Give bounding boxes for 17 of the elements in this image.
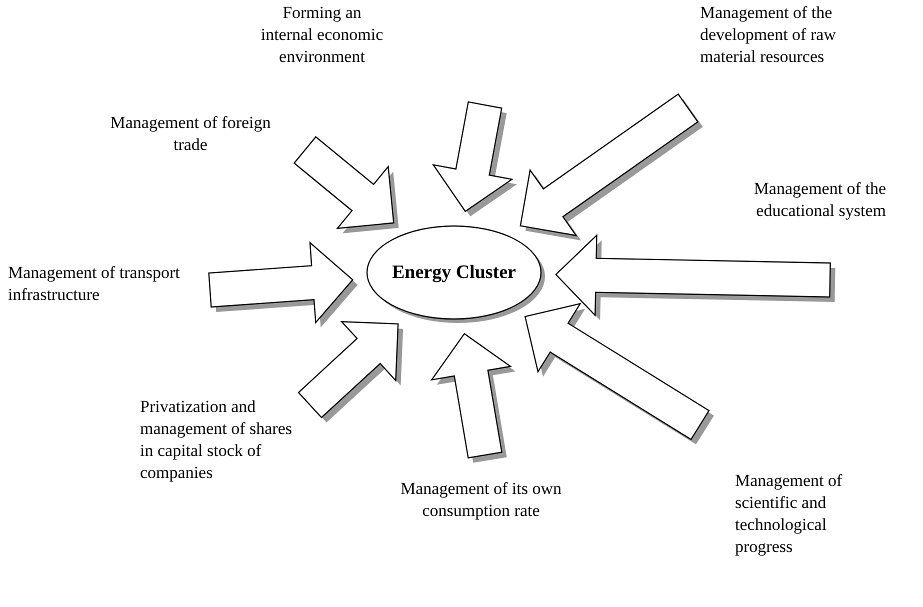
block-arrow [524, 302, 714, 444]
influence-label: Management of foreign trade [108, 112, 273, 156]
block-arrow [555, 234, 836, 320]
influence-label: Management of transport infrastructure [8, 262, 198, 306]
influence-label: Management of the educational system [728, 178, 886, 222]
block-arrow [520, 93, 703, 240]
influence-label: Management of its own consumption rate [388, 478, 574, 522]
block-arrow [208, 241, 358, 328]
cluster-label: Energy Cluster [392, 262, 516, 284]
block-arrow [293, 136, 399, 234]
block-arrow [432, 101, 517, 216]
influence-label: Privatization and management of shares in capital stock of companies [140, 396, 308, 484]
influence-label: Forming an internal economic environment [258, 2, 386, 68]
block-arrow [298, 320, 404, 422]
influence-label: Management of scientific and technological progress [735, 470, 875, 558]
block-arrow [430, 332, 516, 463]
influence-label: Management of the development of raw material resources [700, 2, 865, 68]
